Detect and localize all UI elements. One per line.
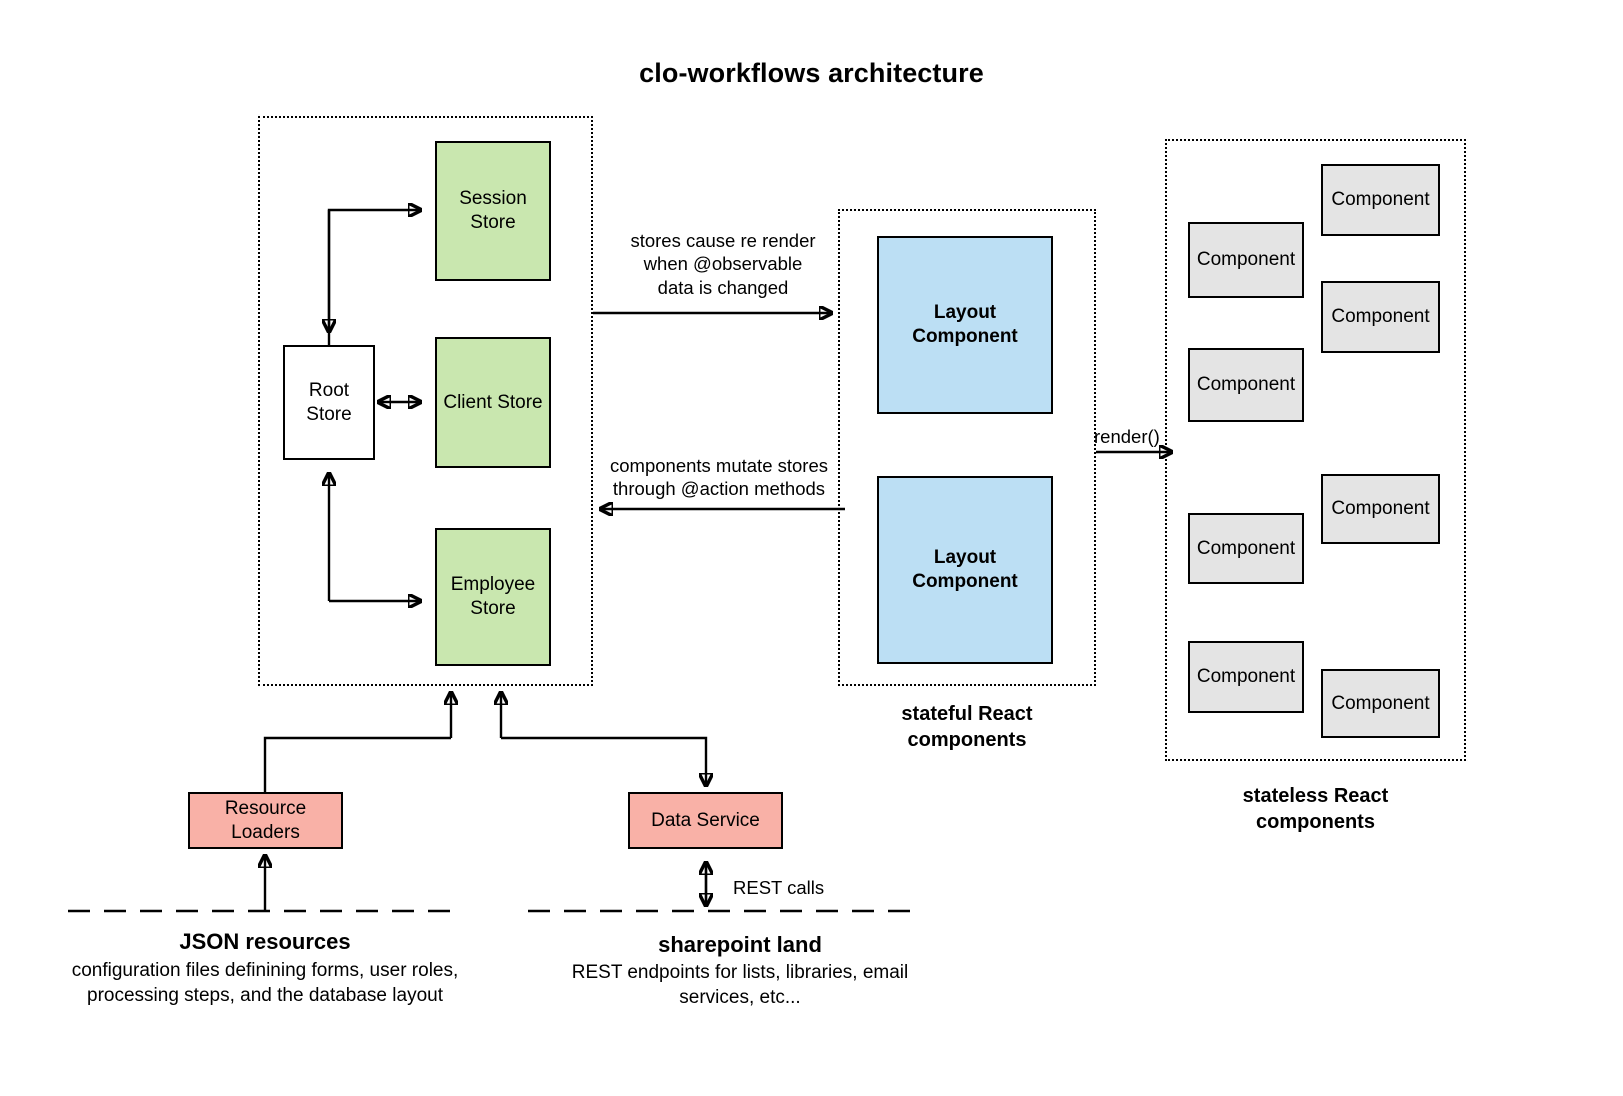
stateless-component-label: Component: [1331, 498, 1430, 520]
stateful-caption: stateful React components: [901, 703, 1033, 751]
data-service-box[interactable]: Data Service: [628, 792, 783, 849]
employee-store-label: Employee Store: [450, 574, 536, 619]
stateless-caption: stateless React components: [1242, 785, 1389, 833]
json-resources-subtitle: configuration files definining forms, us…: [71, 960, 459, 1007]
resource-loaders-label: Resource Loaders: [224, 797, 307, 843]
client-store-box[interactable]: Client Store: [435, 337, 551, 468]
stateless-component-box[interactable]: Component: [1188, 348, 1304, 422]
root-store-label: Root Store: [306, 379, 352, 425]
components-mutate-label: components mutate stores through @action…: [610, 455, 828, 500]
render-label: render(): [1094, 426, 1160, 447]
stateless-component-box[interactable]: Component: [1188, 222, 1304, 298]
stateless-component-label: Component: [1331, 306, 1430, 328]
layout-component-label-2: Layout Component: [912, 547, 1018, 592]
session-store-label: Session Store: [459, 188, 527, 233]
stateless-component-label: Component: [1331, 189, 1430, 211]
json-resources-title: JSON resources: [179, 929, 351, 954]
rest-calls-label: REST calls: [733, 877, 825, 898]
sharepoint-land-title: sharepoint land: [658, 932, 822, 957]
stateless-component-label: Component: [1196, 374, 1296, 396]
session-store-box[interactable]: Session Store: [435, 141, 551, 281]
stores-rerender-label: stores cause re render when @observable …: [630, 230, 816, 298]
root-store-box[interactable]: Root Store: [283, 345, 375, 460]
layout-component-box-1[interactable]: Layout Component: [877, 236, 1053, 414]
employee-store-box[interactable]: Employee Store: [435, 528, 551, 666]
stateless-component-label: Component: [1331, 692, 1430, 714]
stateful-group-container: [838, 209, 1096, 686]
stateless-component-label: Component: [1196, 249, 1296, 271]
stateless-component-box[interactable]: Component: [1321, 474, 1440, 544]
resource-loaders-box[interactable]: Resource Loaders: [188, 792, 343, 849]
stateless-component-box[interactable]: Component: [1321, 164, 1440, 236]
stateless-component-label: Component: [1196, 666, 1296, 688]
page-title: clo-workflows architecture: [639, 58, 984, 88]
stateless-component-box[interactable]: Component: [1188, 513, 1304, 584]
stateless-component-label: Component: [1196, 537, 1296, 559]
stateless-component-box[interactable]: Component: [1188, 641, 1304, 713]
client-store-label: Client Store: [443, 391, 543, 413]
layout-component-label-1: Layout Component: [912, 302, 1018, 347]
data-service-label: Data Service: [651, 809, 760, 831]
layout-component-box-2[interactable]: Layout Component: [877, 476, 1053, 664]
stores-group-container: [258, 116, 593, 686]
stateless-component-box[interactable]: Component: [1321, 669, 1440, 738]
sharepoint-land-subtitle: REST endpoints for lists, libraries, ema…: [571, 962, 909, 1009]
stateless-component-box[interactable]: Component: [1321, 281, 1440, 353]
